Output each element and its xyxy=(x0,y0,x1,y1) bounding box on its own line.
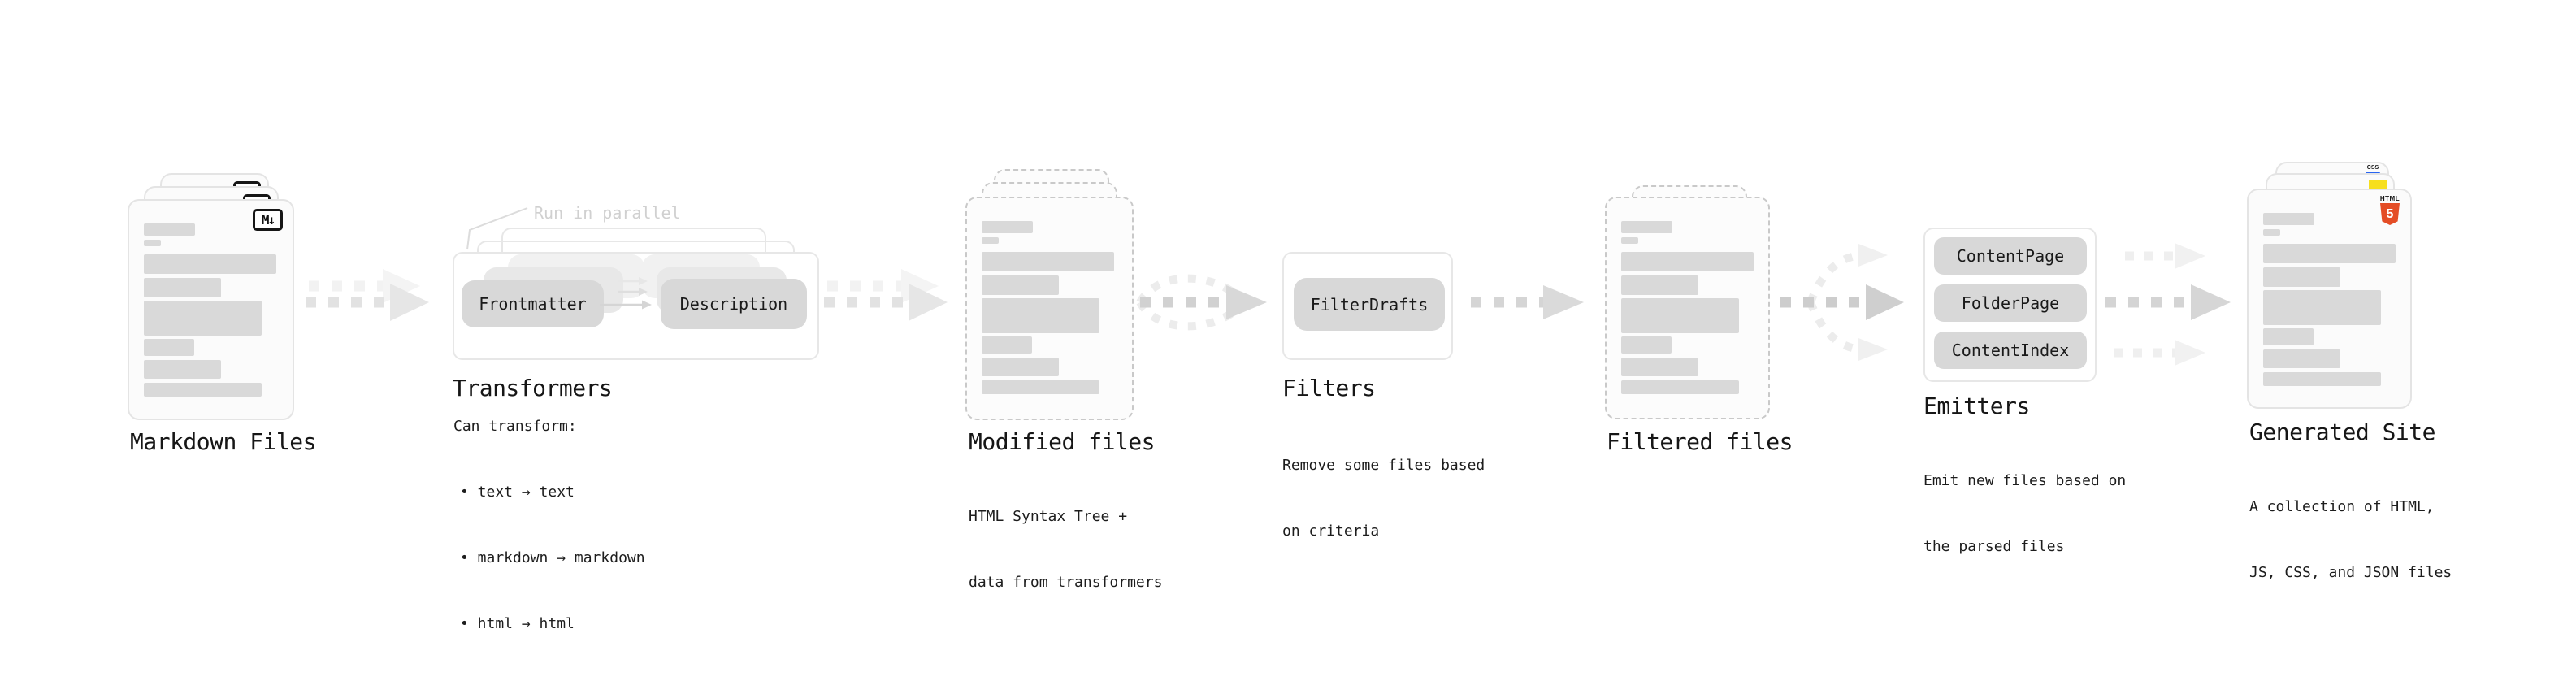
transformers-caption-title: Can transform: xyxy=(453,418,577,435)
caption-line: JS, CSS, and JSON files xyxy=(2249,564,2452,581)
modified-files-label: Modified files xyxy=(969,428,1156,455)
skeleton-line xyxy=(2263,267,2340,287)
skeleton-line xyxy=(982,252,1114,271)
frontmatter-pill: Frontmatter xyxy=(462,280,604,327)
generated-site-label: Generated Site xyxy=(2249,419,2436,445)
css-icon-label: CSS xyxy=(2366,165,2379,171)
skeleton-line xyxy=(2263,349,2340,368)
contentpage-pill: ContentPage xyxy=(1934,237,2087,275)
skeleton-line xyxy=(2263,213,2314,225)
document-skeleton-lines xyxy=(982,221,1114,394)
skeleton-line xyxy=(2263,290,2381,325)
flow-arrow-filters-to-filtered xyxy=(1471,285,1584,319)
skeleton-line xyxy=(144,254,276,274)
skeleton-line xyxy=(1621,275,1698,295)
skeleton-line xyxy=(144,339,194,356)
caption-line: Remove some files based xyxy=(1282,457,1485,474)
transformers-heading: Transformers xyxy=(453,375,613,401)
skeleton-line xyxy=(982,380,1099,394)
bullet-item: • markdown → markdown xyxy=(460,549,645,566)
skeleton-line xyxy=(2263,229,2280,236)
skeleton-line xyxy=(144,223,195,236)
caption-line: data from transformers xyxy=(969,574,1163,591)
skeleton-line xyxy=(982,336,1032,354)
document-skeleton-lines xyxy=(2263,213,2396,386)
caption-line: HTML Syntax Tree + xyxy=(969,508,1128,525)
emitters-heading: Emitters xyxy=(1923,393,2030,419)
skeleton-line xyxy=(144,278,221,297)
html5-icon-number: 5 xyxy=(2386,206,2394,221)
flow-arrow-markdown-to-transformers xyxy=(306,269,429,321)
markdown-file-front: M↓ xyxy=(128,199,294,420)
flow-arrows-emitters-to-generated xyxy=(2105,243,2231,366)
caption-line: the parsed files xyxy=(1923,538,2065,555)
emitters-caption: Emit new files based on the parsed files xyxy=(1923,426,2126,601)
skeleton-line xyxy=(1621,221,1672,233)
filters-heading: Filters xyxy=(1282,375,1376,401)
skeleton-line xyxy=(144,360,221,379)
skeleton-line xyxy=(982,298,1099,333)
filterdrafts-pill: FilterDrafts xyxy=(1294,278,1445,331)
html5-icon: HTML 5 xyxy=(2379,195,2400,225)
generated-file-html: HTML 5 xyxy=(2247,189,2412,409)
run-in-parallel-leader-line xyxy=(466,207,528,250)
skeleton-line xyxy=(2263,328,2314,345)
run-in-parallel-note: Run in parallel xyxy=(534,203,681,223)
bullet-item: • html → html xyxy=(460,615,575,632)
modified-file-front xyxy=(965,197,1134,420)
skeleton-line xyxy=(1621,237,1638,244)
skeleton-line xyxy=(1621,358,1698,376)
filtered-file-front xyxy=(1605,197,1770,419)
caption-line: Emit new files based on xyxy=(1923,472,2127,489)
bullet-item: • text → text xyxy=(460,484,575,501)
flow-arrow-filtered-to-emitters xyxy=(1780,244,1904,361)
caption-line: on criteria xyxy=(1282,523,1380,540)
caption-line: A collection of HTML, xyxy=(2249,498,2435,515)
skeleton-line xyxy=(2263,244,2396,263)
skeleton-line xyxy=(1621,252,1754,271)
description-pill: Description xyxy=(661,279,807,329)
generated-site-caption: A collection of HTML, JS, CSS, and JSON … xyxy=(2249,452,2452,627)
markdown-icon: M↓ xyxy=(253,209,283,231)
document-skeleton-lines xyxy=(1621,221,1754,394)
skeleton-line xyxy=(982,221,1033,233)
skeleton-line xyxy=(144,301,262,336)
contentindex-pill: ContentIndex xyxy=(1934,332,2087,369)
transformers-bullet-list: • text → text • markdown → markdown • ht… xyxy=(460,437,645,679)
skeleton-line xyxy=(982,275,1059,295)
filters-caption: Remove some files based on criteria xyxy=(1282,410,1485,586)
skeleton-line xyxy=(144,383,262,397)
html5-icon-label: HTML xyxy=(2379,195,2400,202)
markdown-files-label: Markdown Files xyxy=(130,428,317,455)
flow-arrow-transformers-to-modified xyxy=(824,269,948,321)
filtered-files-label: Filtered files xyxy=(1607,428,1793,455)
skeleton-line xyxy=(1621,298,1739,333)
skeleton-line xyxy=(2263,372,2381,386)
skeleton-line xyxy=(1621,380,1739,394)
js-icon xyxy=(2369,180,2387,189)
skeleton-line xyxy=(982,237,999,244)
folderpage-pill: FolderPage xyxy=(1934,284,2087,322)
skeleton-line xyxy=(982,358,1059,376)
document-skeleton-lines xyxy=(144,223,276,397)
transformer-step-arrows xyxy=(600,277,652,310)
skeleton-line xyxy=(144,240,161,246)
modified-files-caption: HTML Syntax Tree + data from transformer… xyxy=(969,462,1162,637)
flow-arrow-modified-to-filters xyxy=(1136,274,1267,331)
skeleton-line xyxy=(1621,336,1672,354)
